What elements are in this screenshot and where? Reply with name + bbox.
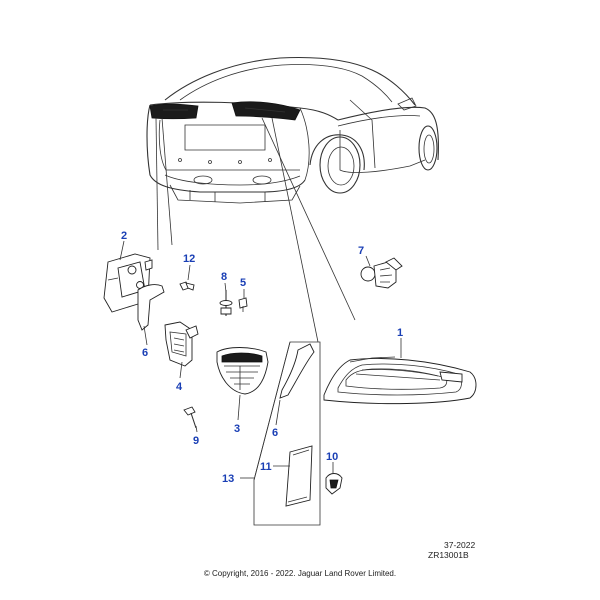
part-11-pad — [285, 445, 313, 507]
left-tail-lamp-highlight — [149, 103, 199, 120]
diagram-date-code: 37-2022 — [444, 540, 475, 550]
callout-5[interactable]: 5 — [240, 277, 246, 289]
diagram-reference-code: ZR13001B — [428, 550, 469, 560]
callout-8[interactable]: 8 — [221, 271, 227, 283]
part-12-screw — [179, 281, 195, 291]
callout-4[interactable]: 4 — [176, 381, 183, 393]
part-9-screw — [183, 406, 197, 429]
part-7-bulb-holder — [360, 257, 403, 289]
right-tail-lamp-highlight — [231, 101, 301, 121]
callout-6-left[interactable]: 6 — [142, 347, 148, 359]
callout-1[interactable]: 1 — [397, 327, 403, 339]
part-6-right-seal — [279, 343, 315, 399]
part-1-tail-lamp — [323, 356, 477, 405]
copyright-notice: © Copyright, 2016 - 2022. Jaguar Land Ro… — [204, 569, 396, 578]
part-4-inner-lamp — [164, 321, 199, 367]
callout-2[interactable]: 2 — [121, 230, 127, 242]
callout-10[interactable]: 10 — [326, 451, 338, 463]
part-6-left-seal — [137, 284, 165, 331]
part-5-clip — [238, 297, 248, 312]
vehicle-rear-view — [146, 56, 439, 204]
lamp-leader-lines — [155, 117, 356, 343]
callout-12[interactable]: 12 — [183, 253, 195, 265]
part-3-boot-lamp — [216, 347, 269, 395]
part-8-stud — [219, 290, 233, 316]
part-10-clip — [325, 473, 343, 495]
callout-3[interactable]: 3 — [234, 423, 240, 435]
callout-11[interactable]: 11 — [260, 461, 272, 473]
callout-6-right[interactable]: 6 — [272, 427, 278, 439]
kit-group-box — [253, 341, 321, 526]
callout-9[interactable]: 9 — [193, 435, 199, 447]
callout-7[interactable]: 7 — [358, 245, 364, 257]
callout-13[interactable]: 13 — [222, 473, 234, 485]
